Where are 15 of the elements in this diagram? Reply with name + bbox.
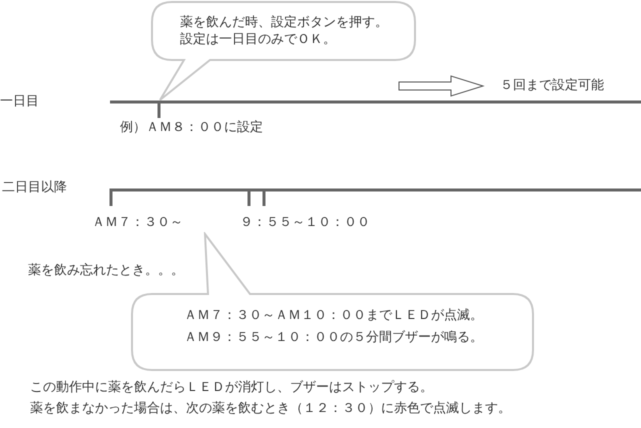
speech-bubble xyxy=(130,232,537,373)
note-text: ５回まで設定可能 xyxy=(500,78,604,94)
time-label: ＡＭ７：３０～ xyxy=(92,215,183,231)
bubble-text: 設定は一日目のみでＯＫ。 xyxy=(180,31,336,48)
bubble-text: ＡＭ９：５５～１０：００の５分間ブザーが鳴る。 xyxy=(183,329,484,346)
bubble-text: ＡＭ７：３０～ＡＭ１０：００までＬＥＤが点滅。 xyxy=(183,307,484,324)
speech-bubble xyxy=(150,0,418,102)
day-label: 二日目以降 xyxy=(2,180,67,196)
note-text: 薬を飲み忘れたとき。。。 xyxy=(28,263,184,279)
example-text: 例）ＡＭ８：００に設定 xyxy=(120,120,263,136)
day-label: 一日目 xyxy=(0,94,39,110)
time-label: ９：５５～１０：００ xyxy=(240,215,370,231)
bubble-text: 薬を飲んだ時、設定ボタンを押す。 xyxy=(180,14,388,31)
note-text: この動作中に薬を飲んだらＬＥＤが消灯し、ブザーはストップする。 xyxy=(30,380,433,396)
note-text: 薬を飲まなかった場合は、次の薬を飲むとき（１２：３０）に赤色で点滅します。 xyxy=(30,401,511,417)
